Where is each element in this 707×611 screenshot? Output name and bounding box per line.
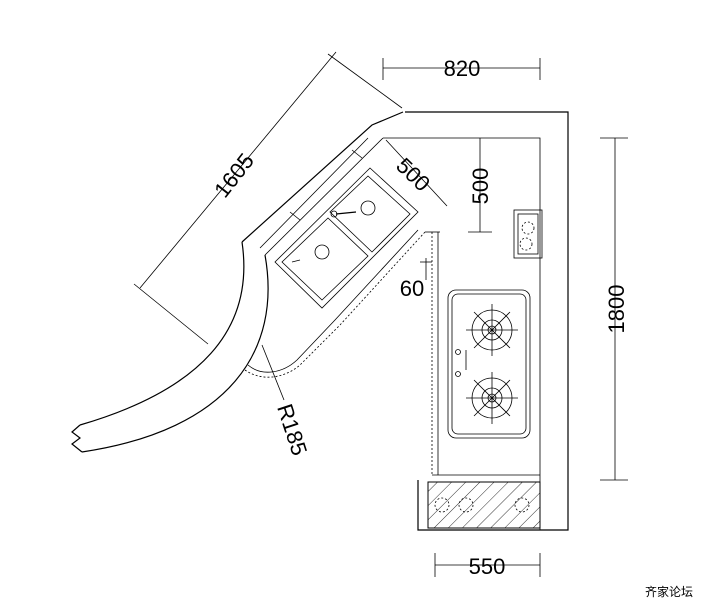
- dimension-gap: [420, 258, 432, 280]
- wall-column: [513, 209, 543, 259]
- dimension-inner-depth: [468, 138, 492, 233]
- gas-hob: [447, 289, 531, 439]
- dim-right-height: 1800: [604, 285, 629, 334]
- dim-corner-radius: R185: [272, 401, 312, 459]
- forum-watermark: 齐家论坛: [645, 584, 693, 599]
- dimension-sink-depth: [385, 139, 448, 207]
- dim-gap: 60: [400, 276, 424, 301]
- dimension-bottom: [434, 553, 541, 577]
- dim-bottom-width: 550: [469, 554, 506, 579]
- dim-top-width: 820: [444, 56, 481, 81]
- dim-diagonal-length: 1605: [209, 148, 259, 202]
- dimension-top: [382, 58, 541, 80]
- double-sink: [274, 167, 419, 309]
- right-counter: [431, 232, 540, 476]
- wall-outline: [241, 111, 569, 531]
- dimension-right: [600, 137, 628, 481]
- burner-bottom: [466, 372, 518, 424]
- diagonal-counter: [244, 137, 440, 378]
- dimension-diagonal: [133, 51, 403, 345]
- burner-top: [466, 304, 518, 356]
- leader-radius: [261, 344, 285, 401]
- curved-wall: [71, 241, 269, 453]
- hatched-cabinet: [427, 481, 541, 529]
- dim-inner-depth: 500: [468, 168, 493, 205]
- dim-sink-depth: 500: [391, 153, 435, 196]
